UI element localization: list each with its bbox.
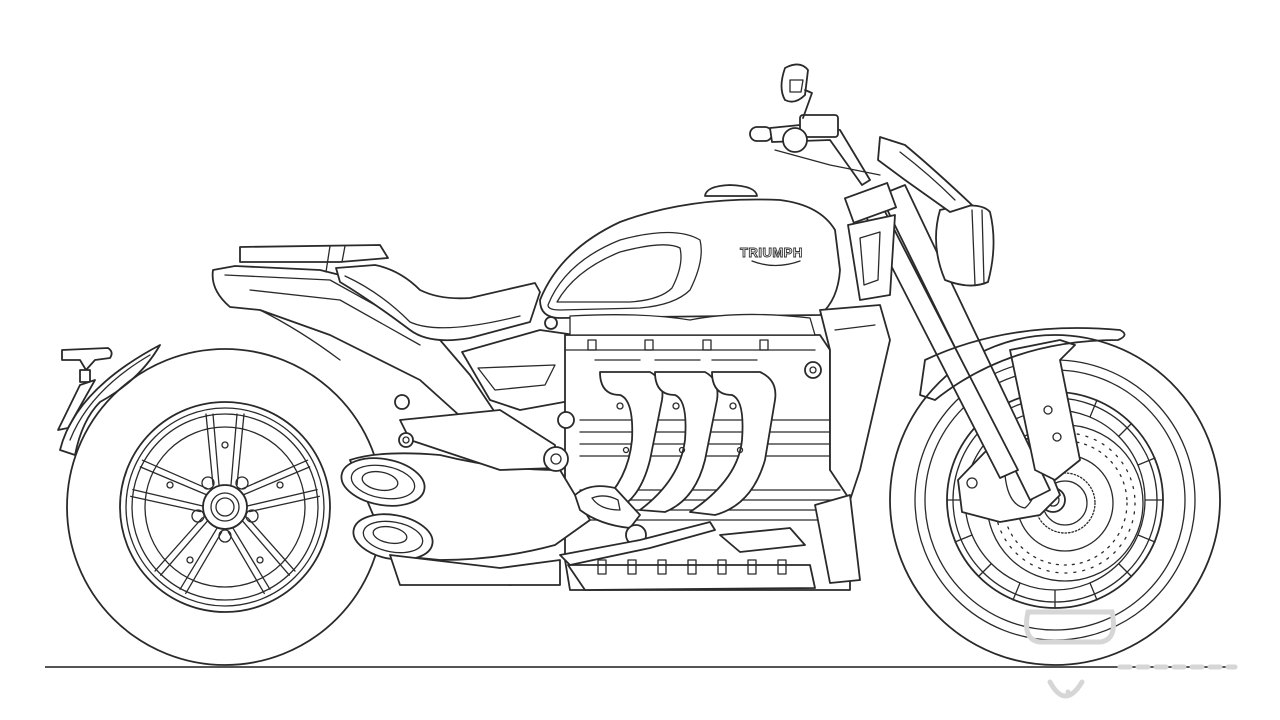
triple-clamp: [843, 182, 897, 224]
front-fork: [843, 182, 1081, 501]
rear-fender: [59, 344, 161, 456]
brake-reservoir: [799, 114, 839, 138]
fly-screen: [877, 136, 973, 213]
license-plate-holder: [57, 347, 113, 431]
fuel-cap: [704, 184, 758, 197]
watermark-logo: [1024, 609, 1238, 699]
brand-logo-text: TRIUMPH: [740, 245, 803, 260]
rear-wheel: [66, 348, 384, 666]
fork-leg-guard: [1009, 339, 1081, 481]
handlebar-grip-end: [749, 126, 773, 142]
pillion-seat: [239, 244, 389, 273]
handlebar: [749, 114, 881, 186]
fuel-tank: TRIUMPH: [539, 184, 841, 319]
sump: [567, 564, 816, 591]
twin-exhaust: [340, 452, 591, 561]
rear-wheel-spokes: [130, 413, 320, 595]
radiator: [804, 304, 891, 584]
headlight-bracket: [847, 214, 896, 301]
tank-badge: TRIUMPH: [740, 245, 803, 267]
front-fender: [919, 327, 1126, 401]
swingarm: [389, 394, 575, 586]
exhaust-headers: [599, 371, 777, 516]
headlight: [935, 204, 995, 287]
footpeg: [559, 485, 806, 566]
seat: [335, 264, 541, 342]
mirror: [780, 63, 813, 119]
